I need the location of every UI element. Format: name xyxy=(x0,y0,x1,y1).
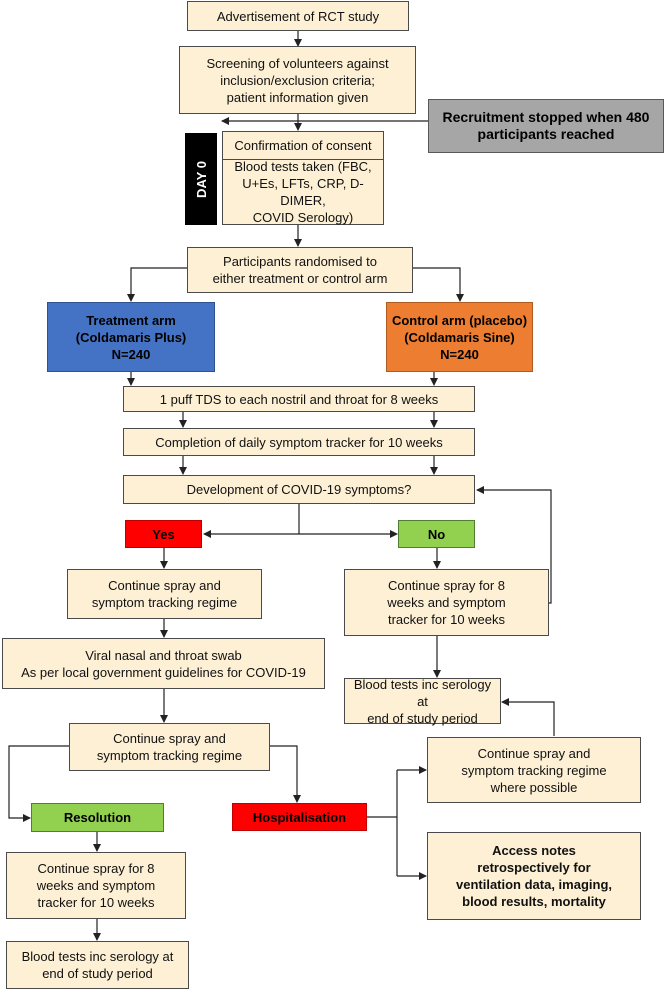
arrow-loop-back xyxy=(476,486,552,604)
arrow-to-hospitalisation xyxy=(270,745,301,803)
treatment-arm-box: Treatment arm (Coldamaris Plus) N=240 xyxy=(47,302,215,372)
arrow-to-resolution xyxy=(8,745,69,822)
no-text: No xyxy=(427,526,446,542)
continue-resolution-box: Continue spray for 8 weeks and symptom t… xyxy=(6,852,186,919)
day0-label: DAY 0 xyxy=(185,133,217,225)
arrow-to-treatment xyxy=(127,267,187,302)
advertisement-box: Advertisement of RCT study xyxy=(187,1,409,31)
yes-box: Yes xyxy=(125,520,202,548)
blood-tests-day0-text: Blood tests taken (FBC, U+Es, LFTs, CRP,… xyxy=(234,159,372,225)
consent-text: Confirmation of consent xyxy=(234,138,372,153)
control-arm-box: Control arm (placebo) (Coldamaris Sine) … xyxy=(386,302,533,372)
continue-after-swab-text: Continue spray and symptom tracking regi… xyxy=(96,731,243,763)
hospitalisation-text: Hospitalisation xyxy=(252,809,347,825)
day0-text: DAY 0 xyxy=(193,160,209,198)
randomised-text: Participants randomised to either treatm… xyxy=(212,254,388,286)
blood-no-text: Blood tests inc serology at end of study… xyxy=(353,676,492,726)
symptoms-question-box: Development of COVID-19 symptoms? xyxy=(123,475,475,504)
tracker-box: Completion of daily symptom tracker for … xyxy=(123,428,475,456)
tracker-text: Completion of daily symptom tracker for … xyxy=(155,434,443,450)
recruitment-stop-text: Recruitment stopped when 480 participant… xyxy=(442,109,650,142)
puff-box: 1 puff TDS to each nostril and throat fo… xyxy=(123,386,475,412)
symptoms-question-text: Development of COVID-19 symptoms? xyxy=(186,482,412,497)
continue-no-text: Continue spray for 8 weeks and symptom t… xyxy=(387,578,506,627)
access-notes-box: Access notes retrospectively for ventila… xyxy=(427,832,641,920)
swab-box: Viral nasal and throat swab As per local… xyxy=(2,638,325,689)
screening-text: Screening of volunteers against inclusio… xyxy=(206,55,389,105)
access-notes-text: Access notes retrospectively for ventila… xyxy=(455,843,613,909)
recruitment-stop-box: Recruitment stopped when 480 participant… xyxy=(428,99,664,153)
hospitalisation-box: Hospitalisation xyxy=(232,803,367,831)
arrow-to-control xyxy=(413,267,464,302)
blood-tests-day0-box: Blood tests taken (FBC, U+Es, LFTs, CRP,… xyxy=(222,159,384,225)
treatment-arm-text: Treatment arm (Coldamaris Plus) N=240 xyxy=(75,312,187,362)
continue-resolution-text: Continue spray for 8 weeks and symptom t… xyxy=(36,861,156,910)
continue-after-swab-box: Continue spray and symptom tracking regi… xyxy=(69,723,270,771)
yes-text: Yes xyxy=(152,526,175,542)
resolution-text: Resolution xyxy=(63,810,132,825)
randomised-box: Participants randomised to either treatm… xyxy=(187,247,413,293)
swab-text: Viral nasal and throat swab As per local… xyxy=(21,647,306,680)
blood-no-box: Blood tests inc serology at end of study… xyxy=(344,676,501,726)
consent-box: Confirmation of consent xyxy=(222,131,384,160)
continue-no-box: Continue spray for 8 weeks and symptom t… xyxy=(344,569,549,636)
screening-box: Screening of volunteers against inclusio… xyxy=(179,46,416,114)
continue-yes-text: Continue spray and symptom tracking regi… xyxy=(91,578,238,610)
resolution-box: Resolution xyxy=(31,803,164,832)
continue-yes-box: Continue spray and symptom tracking regi… xyxy=(67,569,262,619)
blood-resolution-box: Blood tests inc serology at end of study… xyxy=(6,941,189,989)
puff-text: 1 puff TDS to each nostril and throat fo… xyxy=(159,391,439,407)
advertisement-text: Advertisement of RCT study xyxy=(216,8,380,24)
continue-where-possible-text: Continue spray and symptom tracking regi… xyxy=(461,745,607,795)
continue-where-possible-box: Continue spray and symptom tracking regi… xyxy=(427,737,641,803)
blood-resolution-text: Blood tests inc serology at end of study… xyxy=(21,949,174,981)
no-box: No xyxy=(398,520,475,548)
arrow-continue-where-possible-to-blood xyxy=(501,698,555,736)
control-arm-text: Control arm (placebo) (Coldamaris Sine) … xyxy=(391,312,528,362)
